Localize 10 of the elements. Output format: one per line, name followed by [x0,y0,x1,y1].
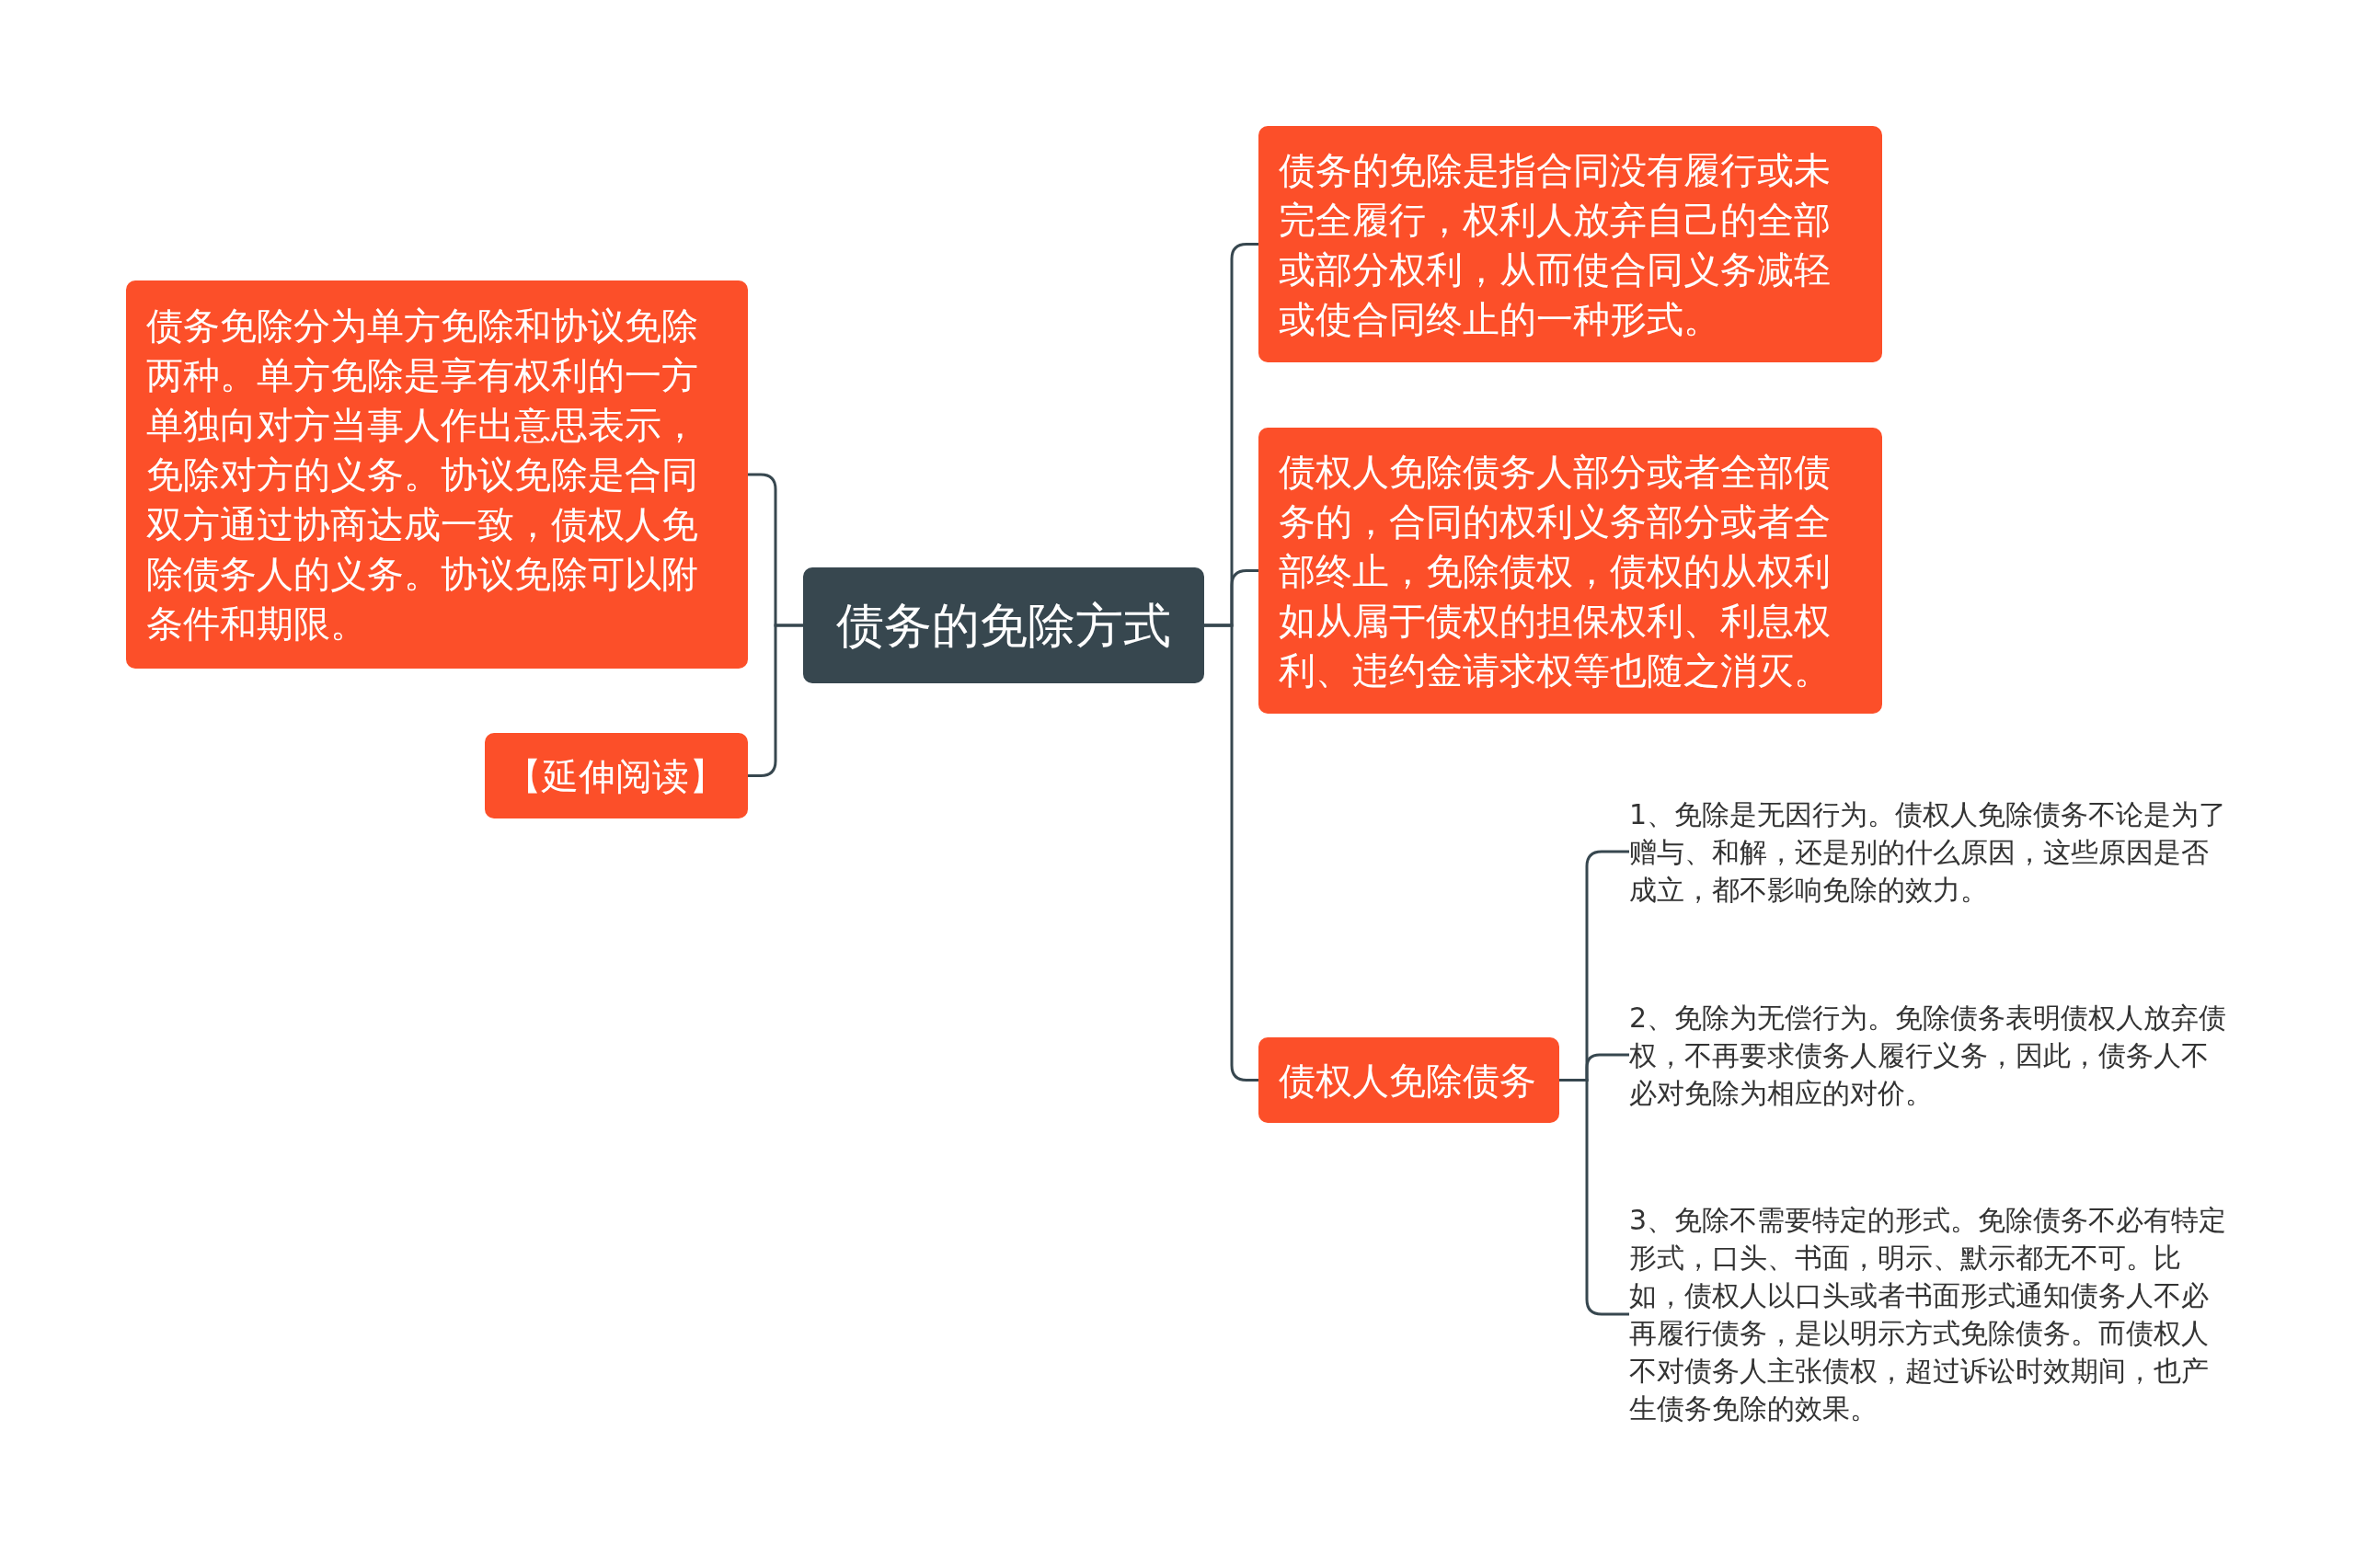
subtopic-text: 1、免除是无因行为。债权人免除债务不论是为了赠与、和解，还是别的什么原因，这些原因是否成立，都不影响免除的效力。 [1629,796,2227,908]
subtopic-text: 2、免除为无偿行为。免除债务表明债权人放弃债权，不再要求债务人履行义务，因此，债务人不必对免除为相应的对价。 [1629,1000,2227,1111]
topic-box: 债权人免除债务 [1258,1037,1559,1123]
topic-box: 【延伸阅读】 [485,733,748,818]
subtopic-text: 3、免除不需要特定的形式。免除债务不必有特定形式，口头、书面，明示、默示都无不可。比如，债权人以口头或者书面形式通知债务人不必再履行债务，是以明示方式免除债务。而债权人不对债务人主张债权，超过诉讼时效期间，也产生债务免除的效果。 [1629,1203,2227,1426]
central-topic-box: 债务的免除方式 [803,567,1204,683]
topic-box: 债务免除分为单方免除和协议免除两种。单方免除是享有权利的一方单独向对方当事人作出意思表示，免除对方的义务。协议免除是合同双方通过协商达成一致，债权人免除债务人的义务。协议免除可以附条件和期限。 [126,280,748,669]
topic-box: 债权人免除债务人部分或者全部债务的，合同的权利义务部分或者全部终止，免除债权，债权的从权利如从属于债权的担保权利、利息权利、违约金请求权等也随之消灭。 [1258,428,1882,714]
connector-line [1559,1079,1629,1316]
topic-box: 债务的免除是指合同没有履行或未完全履行，权利人放弃自己的全部或部分权利，从而使合同义务减轻或使合同终止的一种形式。 [1258,126,1882,362]
